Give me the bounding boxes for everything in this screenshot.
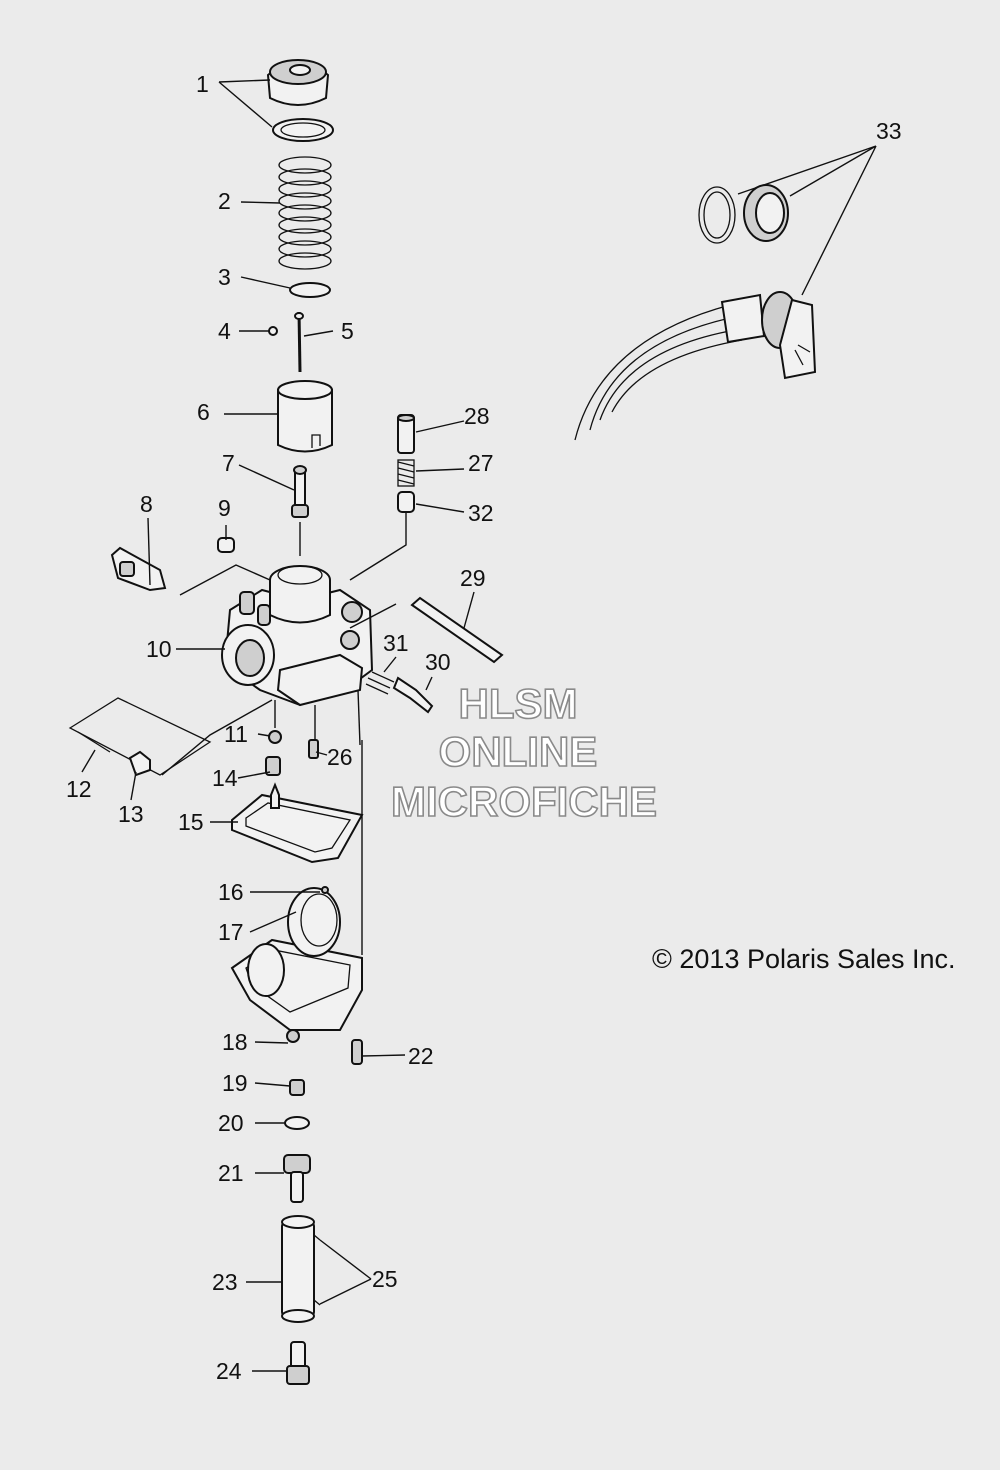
callout-6: 6 [197,399,210,425]
part-throttle-assembly-33 [574,184,817,441]
callout-1: 1 [196,71,209,97]
callout-labels: 1 2 3 4 5 6 7 8 9 10 11 12 13 14 15 16 1… [66,71,902,1384]
callout-9: 9 [218,495,231,521]
part-screw-22 [351,1039,363,1065]
part-float-bowl-gasket [231,793,364,864]
callout-23: 23 [212,1269,238,1295]
part-adjust-screw [291,465,309,518]
part-screw-26 [308,739,319,759]
callout-5: 5 [341,318,354,344]
callout-24: 24 [216,1358,242,1384]
part-clip [268,326,278,336]
part-needle [294,311,304,373]
callout-20: 20 [218,1110,244,1136]
callout-33: 33 [876,118,902,144]
callout-3: 3 [218,264,231,290]
callout-16: 16 [218,879,244,905]
callout-15: 15 [178,809,204,835]
copyright-text: © 2013 Polaris Sales Inc. [652,944,956,974]
part-spring-27 [397,459,415,487]
callout-25: 25 [372,1266,398,1292]
callout-21: 21 [218,1160,244,1186]
watermark-line-1: HLSM [459,680,578,727]
part-oring-20 [284,1116,310,1130]
part-plate [289,282,331,298]
callout-2: 2 [218,188,231,214]
callout-10: 10 [146,636,172,662]
callout-13: 13 [118,801,144,827]
part-pin [217,537,235,553]
watermark: HLSM ONLINE MICROFICHE [390,679,658,826]
part-drain-tube [281,1215,321,1323]
part-needle-jet-holder [283,1154,311,1203]
part-cap-32 [397,491,415,513]
watermark-line-3: MICROFICHE [391,778,657,825]
callout-12: 12 [66,776,92,802]
callout-8: 8 [140,491,153,517]
part-throttle-slide [277,380,333,453]
part-spring [278,156,332,270]
part-idle-screw-30 [392,676,434,714]
part-spring-31 [365,671,395,695]
part-small-washer-11 [268,730,282,744]
callout-14: 14 [212,765,238,791]
part-needle-valve [265,756,281,809]
callout-26: 26 [327,744,353,770]
part-choke-plunger [110,546,167,592]
part-cap-gasket [272,118,334,142]
callout-31: 31 [383,630,409,656]
callout-18: 18 [222,1029,248,1055]
part-tube-29 [410,596,504,664]
part-carburetor-body [221,565,374,707]
part-main-jet [289,1079,305,1096]
callout-19: 19 [222,1070,248,1096]
part-float [287,887,341,957]
callout-30: 30 [425,649,451,675]
callout-29: 29 [460,565,486,591]
callout-32: 32 [468,500,494,526]
part-float-pin [321,886,329,894]
callout-28: 28 [464,403,490,429]
part-cap [266,59,330,106]
part-fitting-28 [397,414,415,454]
callout-22: 22 [408,1043,434,1069]
callout-27: 27 [468,450,494,476]
callout-4: 4 [218,318,231,344]
watermark-line-2: ONLINE [439,728,598,775]
callout-11: 11 [224,721,248,747]
part-bracket-13 [128,750,151,777]
part-fitting-24 [286,1341,310,1385]
part-float-bowl [230,938,363,1043]
callout-7: 7 [222,450,235,476]
leader-lines [81,79,877,1372]
callout-17: 17 [218,919,244,945]
